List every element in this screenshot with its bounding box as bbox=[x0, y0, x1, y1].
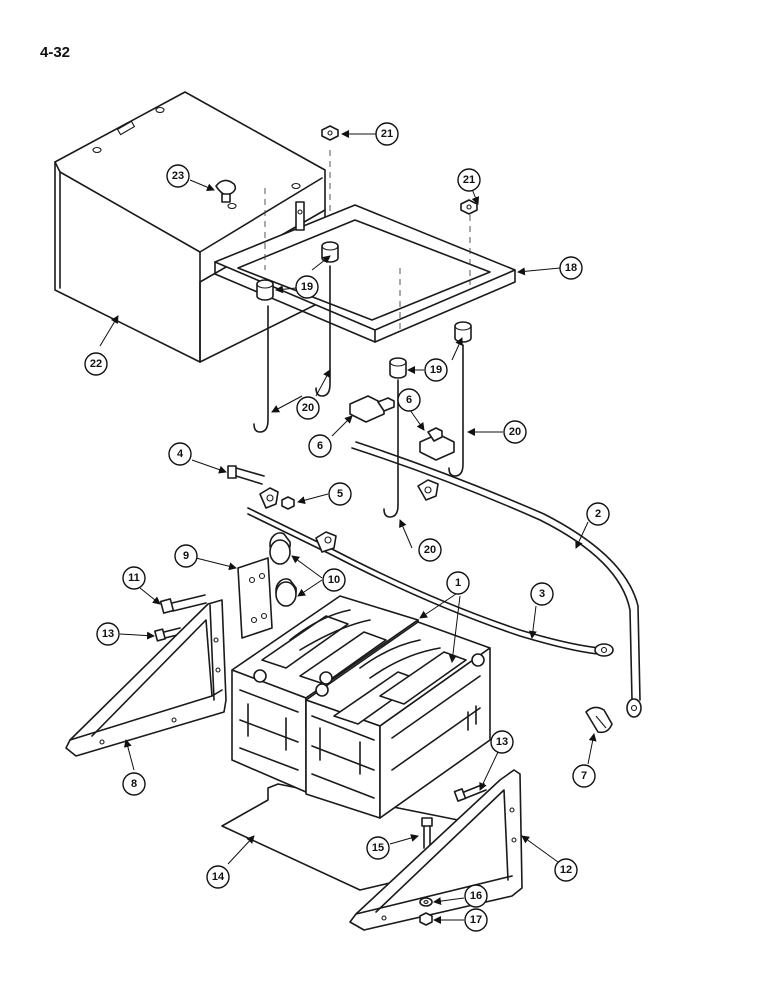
callout-8: 8 bbox=[122, 772, 146, 796]
callout-11: 11 bbox=[122, 566, 146, 590]
svg-text:10: 10 bbox=[328, 574, 340, 586]
nut-17 bbox=[419, 912, 433, 926]
terminal-boot-7 bbox=[585, 706, 613, 734]
battery-cover bbox=[54, 91, 326, 363]
svg-text:16: 16 bbox=[470, 890, 482, 902]
callout-18: 18 bbox=[559, 256, 583, 280]
bolt-13-left bbox=[154, 627, 182, 642]
svg-text:7: 7 bbox=[581, 770, 587, 782]
svg-text:6: 6 bbox=[317, 440, 323, 452]
svg-text:5: 5 bbox=[337, 488, 343, 500]
bolt-11 bbox=[159, 594, 207, 614]
terminal-bolt-4 bbox=[227, 465, 265, 485]
callout-1: 1 bbox=[446, 571, 470, 595]
svg-text:14: 14 bbox=[212, 871, 225, 883]
svg-text:19: 19 bbox=[301, 281, 313, 293]
svg-text:21: 21 bbox=[381, 128, 393, 140]
nut-21-upper bbox=[321, 125, 339, 141]
svg-text:4: 4 bbox=[177, 448, 184, 460]
callout-9: 9 bbox=[174, 544, 198, 568]
nut-21-lower bbox=[460, 199, 478, 215]
svg-text:20: 20 bbox=[424, 544, 436, 556]
leader-lines bbox=[99, 130, 597, 924]
callout-17: 17 bbox=[464, 908, 488, 932]
svg-text:15: 15 bbox=[372, 842, 384, 854]
callout-12: 12 bbox=[554, 858, 578, 882]
svg-text:12: 12 bbox=[560, 864, 572, 876]
svg-text:8: 8 bbox=[131, 778, 137, 790]
callout-14: 14 bbox=[206, 865, 230, 889]
callout-2: 2 bbox=[586, 502, 610, 526]
j-bolts-20 bbox=[253, 265, 464, 518]
svg-text:3: 3 bbox=[539, 588, 545, 600]
cable-2 bbox=[351, 441, 642, 718]
callout-19b: 19 bbox=[424, 358, 448, 382]
bracket-8 bbox=[65, 599, 227, 757]
callout-4: 4 bbox=[168, 442, 192, 466]
batteries-1 bbox=[231, 595, 491, 819]
terminal-nut-5 bbox=[281, 496, 295, 510]
callout-15: 15 bbox=[366, 836, 390, 860]
callout-23: 23 bbox=[166, 164, 190, 188]
svg-text:1: 1 bbox=[455, 577, 461, 589]
svg-text:2: 2 bbox=[595, 508, 601, 520]
mounting-plate-9 bbox=[237, 557, 273, 639]
callout-3: 3 bbox=[530, 582, 554, 606]
callout-22: 22 bbox=[84, 352, 108, 376]
spacers-19 bbox=[256, 241, 472, 379]
callout-13a: 13 bbox=[96, 622, 120, 646]
terminal-covers-6 bbox=[349, 395, 455, 461]
callout-20b: 20 bbox=[503, 420, 527, 444]
svg-text:20: 20 bbox=[302, 402, 314, 414]
callout-13b: 13 bbox=[490, 730, 514, 754]
page-number: 4-32 bbox=[40, 44, 71, 61]
svg-text:13: 13 bbox=[496, 736, 508, 748]
hold-down-frame bbox=[214, 201, 516, 343]
callout-5: 5 bbox=[328, 482, 352, 506]
svg-text:20: 20 bbox=[509, 426, 521, 438]
callout-6a: 6 bbox=[308, 434, 332, 458]
svg-text:18: 18 bbox=[565, 262, 577, 274]
bolt-13-right bbox=[453, 783, 487, 802]
svg-text:11: 11 bbox=[128, 572, 140, 584]
svg-text:23: 23 bbox=[172, 170, 184, 182]
svg-text:21: 21 bbox=[463, 174, 475, 186]
callout-10: 10 bbox=[322, 568, 346, 592]
rubber-pads-10 bbox=[269, 532, 297, 607]
svg-text:22: 22 bbox=[90, 358, 102, 370]
callout-20a: 20 bbox=[296, 396, 320, 420]
svg-text:19: 19 bbox=[430, 364, 442, 376]
svg-text:17: 17 bbox=[470, 914, 482, 926]
callout-16: 16 bbox=[464, 884, 488, 908]
callout-19a: 19 bbox=[295, 275, 319, 299]
callout-21b: 21 bbox=[457, 168, 481, 192]
svg-text:9: 9 bbox=[183, 550, 189, 562]
washer-16 bbox=[419, 897, 433, 907]
callout-20c: 20 bbox=[418, 538, 442, 562]
callout-21a: 21 bbox=[375, 122, 399, 146]
callout-6b: 6 bbox=[397, 388, 421, 412]
svg-text:6: 6 bbox=[406, 394, 412, 406]
callout-7: 7 bbox=[572, 764, 596, 788]
cable-3 bbox=[247, 487, 614, 657]
svg-text:13: 13 bbox=[102, 628, 114, 640]
